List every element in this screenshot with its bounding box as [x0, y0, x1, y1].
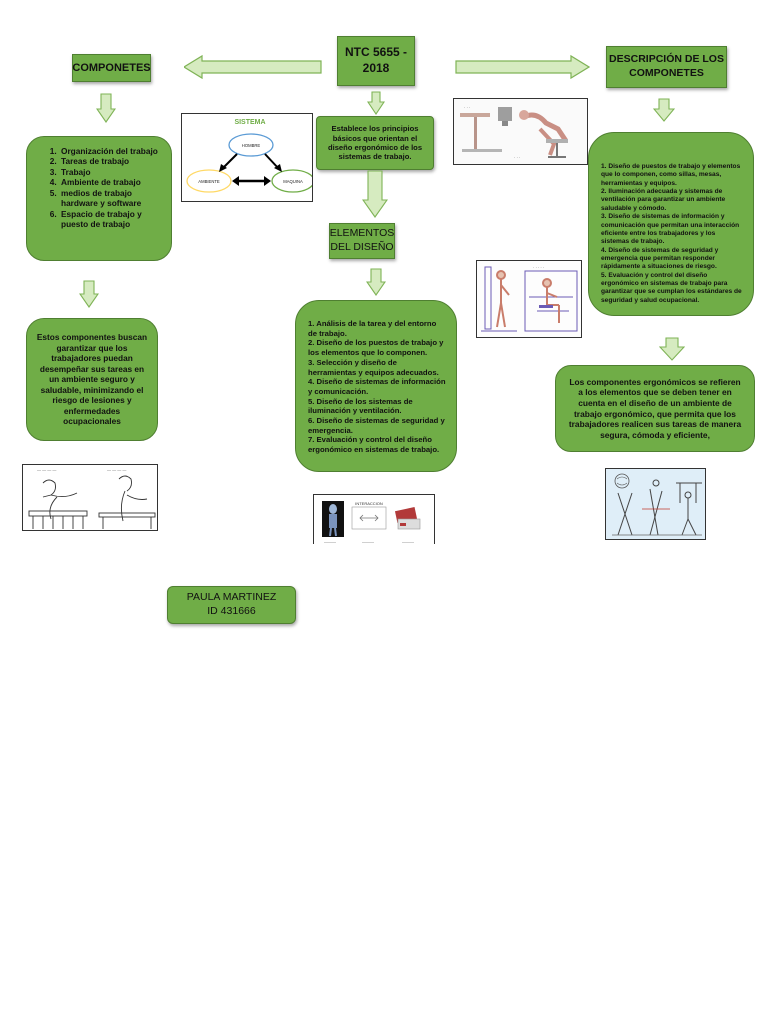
list-item: Espacio de trabajo y puesto de trabajo	[59, 209, 165, 230]
sistema-hombre: HOMBRE	[242, 143, 261, 148]
svg-text:———: ———	[362, 539, 374, 544]
componentes-title-box: COMPONETES	[72, 54, 151, 82]
svg-text:· · · · ·: · · · · ·	[533, 265, 544, 270]
componentes-summary: Estos componentes buscan garantizar que …	[36, 332, 148, 427]
componentes-title: COMPONETES	[72, 61, 151, 74]
arrow-left-icon	[184, 54, 322, 80]
list-item: 3. Selección y diseño de herramientas y …	[308, 357, 439, 377]
list-item: medios de trabajo hardware y software	[59, 188, 165, 209]
arrow-down-icon	[366, 268, 386, 296]
arrow-down-icon	[362, 170, 388, 218]
center-description-box: Establece los principios básicos que ori…	[316, 116, 434, 170]
sistema-ambiente: AMBIENTE	[198, 179, 220, 184]
list-item: 4. Diseño de sistemas de seguridad y eme…	[601, 246, 719, 271]
arrow-down-icon	[653, 98, 675, 122]
sistema-title: SISTEMA	[234, 119, 265, 126]
descripcion-title: DESCRIPCIÓN DE LOS COMPONETES	[609, 53, 724, 79]
author-box: PAULA MARTINEZ ID 431666	[167, 586, 296, 624]
list-item: Organización del trabajo	[59, 146, 165, 156]
list-item: 5. Evaluación y control del diseño ergon…	[601, 271, 742, 304]
posture-diagram: · · · · ·	[476, 260, 582, 338]
ntc-title-box: NTC 5655 - 2018	[337, 36, 415, 86]
working-posture-sketch: — — — — — — — —	[22, 464, 158, 531]
list-item: 3. Diseño de sistemas de información y c…	[601, 213, 740, 246]
arrow-down-icon	[659, 337, 685, 361]
svg-text:———: ———	[402, 539, 414, 544]
ntc-title: NTC 5655 - 2018	[344, 45, 408, 75]
arrow-down-icon	[96, 93, 116, 123]
list-item: 1. Análisis de la tarea y del entorno de…	[308, 319, 437, 338]
descripcion-list-box: 1. Diseño de puestos de trabajo y elemen…	[588, 132, 754, 316]
list-item: 2. Diseño de los puestos de trabajo y lo…	[308, 338, 444, 358]
svg-text:———: ———	[324, 539, 336, 544]
sistema-maquina: MAQUINA	[283, 179, 303, 184]
componentes-list: Organización del trabajo Tareas de traba…	[37, 146, 165, 230]
list-item: Trabajo	[59, 167, 165, 177]
anthropometry-illustration	[605, 468, 706, 540]
list-item: 2. Iluminación adecuada y sistemas de ve…	[601, 188, 726, 212]
svg-text:· · ·: · · ·	[514, 155, 520, 160]
elementos-title: ELEMENTOS DEL DISEÑO	[329, 227, 395, 253]
list-item: 5. Diseño de los sistemas de iluminación…	[308, 396, 413, 416]
interaccion-illustration: INTERACCION ——— ——— ———	[313, 494, 435, 544]
elementos-title-box: ELEMENTOS DEL DISEÑO	[329, 223, 395, 259]
center-description: Establece los principios básicos que ori…	[327, 124, 423, 162]
author-id: ID 431666	[207, 605, 256, 617]
interaccion-label: INTERACCION	[355, 501, 383, 506]
descripcion-summary-box: Los componentes ergonómicos se refieren …	[555, 365, 755, 452]
componentes-summary-box: Estos componentes buscan garantizar que …	[26, 318, 158, 441]
list-item: 4. Diseño de sistemas de información y c…	[308, 377, 446, 396]
arrow-down-icon	[79, 280, 99, 308]
arrow-right-icon	[455, 54, 590, 80]
svg-text:· · ·: · · ·	[464, 105, 470, 110]
descripcion-summary: Los componentes ergonómicos se refieren …	[568, 376, 742, 440]
svg-text:— — — —: — — — —	[37, 467, 56, 472]
author-name: PAULA MARTINEZ	[186, 591, 277, 604]
arrow-down-icon	[367, 91, 385, 115]
workstation-illustration: · · · · · ·	[453, 98, 588, 165]
sistema-diagram: SISTEMA HOMBRE AMBIENTE MAQUINA	[181, 113, 313, 202]
descripcion-title-box: DESCRIPCIÓN DE LOS COMPONETES	[606, 46, 727, 88]
svg-text:— — — —: — — — —	[107, 467, 126, 472]
list-item: Tareas de trabajo	[59, 156, 165, 166]
list-item: 1. Diseño de puestos de trabajo y elemen…	[601, 163, 741, 187]
componentes-list-box: Organización del trabajo Tareas de traba…	[26, 136, 172, 261]
elementos-list-box: 1. Análisis de la tarea y del entorno de…	[295, 300, 457, 472]
list-item: Ambiente de trabajo	[59, 177, 165, 187]
list-item: 7. Evaluación y control del diseño ergon…	[308, 435, 440, 455]
list-item: 6. Diseño de sistemas de seguridad y eme…	[308, 416, 445, 435]
